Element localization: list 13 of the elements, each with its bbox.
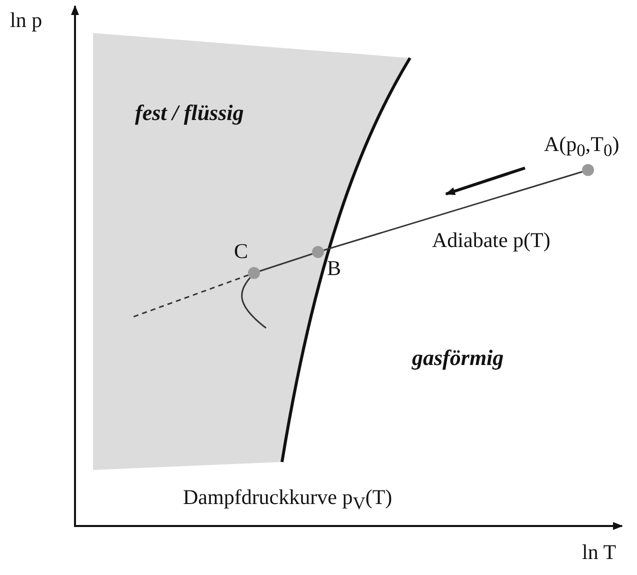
line bbox=[241, 277, 266, 329]
point-label: C bbox=[234, 239, 248, 264]
point-label: B bbox=[327, 256, 342, 281]
region-label: fest / flüssig bbox=[135, 100, 244, 126]
axis-label: ln p bbox=[10, 8, 42, 33]
line bbox=[324, 171, 582, 251]
axis-label: ln T bbox=[582, 540, 616, 565]
line bbox=[259, 253, 313, 272]
curve-label: Adiabate p(T) bbox=[432, 228, 550, 253]
curve-label: Dampfdruckkurve p$_{V}$(T) bbox=[183, 485, 392, 514]
region-label: gasförmig bbox=[412, 345, 504, 371]
state-point bbox=[582, 164, 594, 176]
point-label: A(p$_{0}$,T$_{0}$) bbox=[544, 132, 620, 162]
